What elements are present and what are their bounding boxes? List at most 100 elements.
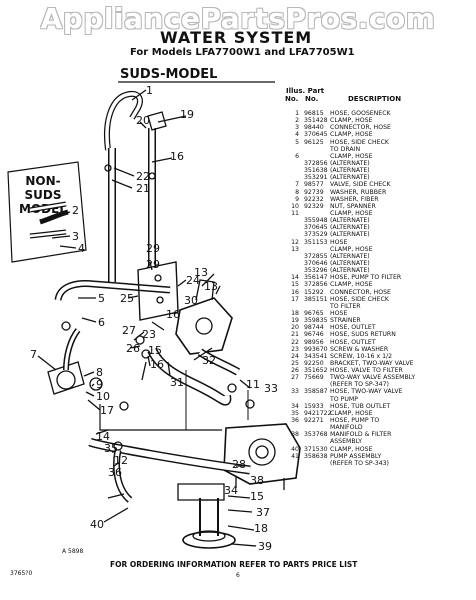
row-illus-no: 33: [291, 388, 299, 396]
row-description: STRAINER: [330, 317, 361, 325]
callout-16-b: 16: [166, 308, 180, 321]
row-description: HOSE, OUTLET: [330, 338, 376, 346]
page-title: WATER SYSTEM: [160, 28, 313, 47]
row-part-no: 351652: [304, 367, 328, 375]
row-description: (REFER TO SP-347): [330, 381, 389, 389]
row-description: VALVE, SIDE CHECK: [330, 181, 391, 189]
row-description: CLAMP, HOSE: [330, 409, 373, 417]
callout-17: 17: [100, 404, 114, 417]
row-illus-no: 15: [291, 281, 299, 289]
row-part-no: 372856: [304, 281, 328, 289]
row-description: TO FILTER: [330, 302, 361, 310]
row-description: (ALTERNATE): [330, 217, 370, 225]
row-description: (ALTERNATE): [330, 167, 370, 175]
callout-14: 14: [96, 430, 110, 443]
callout-36: 36: [108, 466, 122, 479]
table-row: ASSEMBLY: [282, 438, 470, 445]
header-no: No.: [285, 95, 299, 103]
row-part-no: 358638: [304, 452, 328, 460]
callout-15-b: 15: [148, 344, 162, 357]
row-illus-no: 4: [295, 131, 299, 139]
row-illus-no: 17: [291, 295, 299, 303]
table-row: 373529(ALTERNATE): [282, 231, 470, 238]
row-illus-no: 22: [291, 338, 299, 346]
row-description: CLAMP, HOSE: [330, 245, 373, 253]
page-number: 6: [236, 572, 240, 579]
row-description: HOSE, SIDE CHECK: [330, 295, 389, 303]
row-part-no: 372856: [304, 159, 328, 167]
row-part-no: 343541: [304, 352, 328, 360]
row-part-no: 371530: [304, 445, 328, 453]
row-part-no: 385151: [304, 295, 328, 303]
row-description: HOSE, SUDS RETURN: [330, 331, 396, 339]
row-illus-no: 36: [291, 417, 299, 425]
callout-35: 35: [104, 442, 118, 455]
row-description: (ALTERNATE): [330, 259, 370, 267]
document-code: 3765?0: [10, 570, 33, 577]
table-row: 372855(ALTERNATE): [282, 253, 470, 260]
row-illus-no: 5: [295, 138, 299, 146]
callout-6: 6: [98, 316, 105, 329]
page-subtitle: For Models LFA7700W1 and LFA7705W1: [130, 47, 355, 58]
table-row: MANIFOLD: [282, 424, 470, 431]
callout-11: 11: [246, 378, 260, 391]
row-description: (ALTERNATE): [330, 231, 370, 239]
callout-13-b: 13: [204, 280, 218, 293]
callout-10: 10: [96, 390, 110, 403]
callout-28: 28: [232, 458, 246, 471]
row-description: HOSE: [330, 238, 348, 246]
callout-23: 23: [142, 328, 156, 341]
callout-16: 16: [150, 358, 164, 371]
row-part-no: 370645: [304, 131, 328, 139]
callout-34: 34: [224, 484, 238, 497]
table-row: (REFER TO SP-347): [282, 381, 470, 388]
row-description: CONNECTOR, HOSE: [330, 124, 391, 132]
row-part-no: 98440: [304, 124, 324, 132]
row-description: HOSE, SIDE CHECK: [330, 138, 389, 146]
row-description: WASHER, RUBBER: [330, 188, 387, 196]
row-description: (ALTERNATE): [330, 252, 370, 260]
row-description: HOSE, VALVE TO FILTER: [330, 367, 403, 375]
row-illus-no: 16: [291, 288, 299, 296]
row-illus-no: 25: [291, 359, 299, 367]
callout-27: 27: [122, 324, 136, 337]
callout-4: 4: [78, 242, 85, 255]
callout-3: 3: [72, 230, 79, 243]
row-description: (ALTERNATE): [330, 174, 370, 182]
ordering-info: FOR ORDERING INFORMATION REFER TO PARTS …: [110, 560, 358, 569]
non-suds-line-1: NON-SUDS: [24, 174, 62, 202]
row-illus-no: 7: [295, 181, 299, 189]
callout-21: 21: [136, 182, 150, 195]
callout-26: 26: [126, 342, 140, 355]
row-part-no: 92329: [304, 202, 324, 210]
row-description: TWO-WAY VALVE ASSEMBLY: [330, 374, 416, 382]
row-part-no: 356147: [304, 274, 328, 282]
callout-9: 9: [96, 378, 103, 391]
row-illus-no: 26: [291, 367, 299, 375]
row-description: SCREW & WASHER: [330, 345, 389, 353]
callout-40: 40: [90, 518, 104, 531]
diagram-code: A 5898: [62, 548, 84, 555]
row-description: (ALTERNATE): [330, 159, 370, 167]
callout-38: 38: [250, 474, 264, 487]
table-row: 353291(ALTERNATE): [282, 174, 470, 181]
row-illus-no: 18: [291, 309, 299, 317]
table-row: 353296(ALTERNATE): [282, 267, 470, 274]
callout-29-b: 29: [146, 242, 160, 255]
row-description: CLAMP, HOSE: [330, 445, 373, 453]
table-row: 370645(ALTERNATE): [282, 224, 470, 231]
